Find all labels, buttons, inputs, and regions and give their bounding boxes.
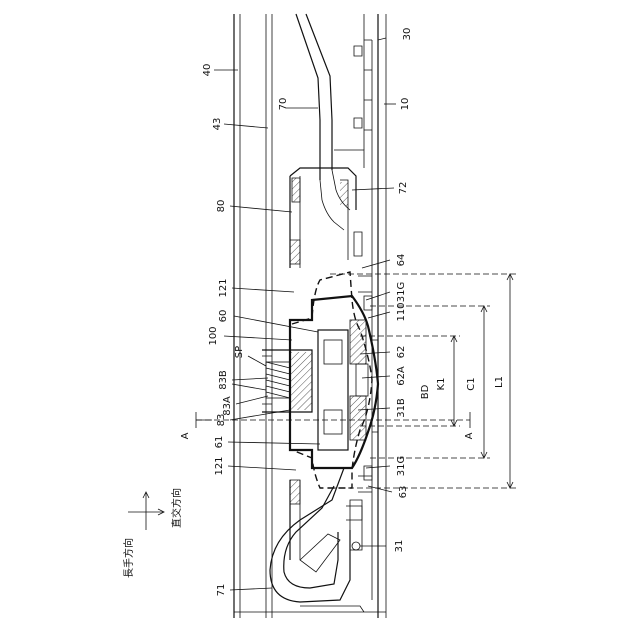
label-83: 83 (216, 414, 227, 427)
leader-lines (214, 38, 396, 590)
label-83a: 83A (222, 396, 233, 416)
label-31: 31 (394, 540, 405, 553)
section-line-a (196, 412, 470, 428)
block-60 (318, 320, 368, 450)
label-121-bottom: 121 (214, 456, 225, 475)
label-70: 70 (278, 98, 289, 111)
bottom-frame (234, 606, 386, 612)
label-a-left: A (180, 432, 191, 439)
label-63: 63 (398, 486, 409, 499)
label-a-right: A (464, 432, 475, 439)
label-83b: 83B (218, 370, 229, 390)
label-62a: 62A (396, 366, 407, 386)
label-30: 30 (402, 28, 413, 41)
label-121-top: 121 (218, 278, 229, 297)
label-60: 60 (218, 310, 229, 323)
label-71: 71 (216, 584, 227, 597)
label-longitudinal: 長手方向 (122, 538, 135, 578)
label-80: 80 (216, 200, 227, 213)
label-61: 61 (214, 436, 225, 449)
label-l1: L1 (494, 376, 505, 388)
label-10: 10 (400, 98, 411, 111)
label-31g-bottom: 31G (396, 456, 407, 476)
label-31g-top: 31G (396, 282, 407, 302)
plate-30 (354, 14, 372, 150)
plate-43 (266, 14, 272, 618)
direction-indicator (128, 492, 164, 530)
label-62: 62 (396, 346, 407, 359)
label-k1: K1 (436, 378, 447, 391)
label-c1: C1 (466, 377, 477, 390)
label-64: 64 (396, 254, 407, 267)
label-110: 110 (396, 302, 407, 321)
label-sp: SP (234, 346, 245, 358)
label-bd: BD (420, 384, 431, 399)
label-72: 72 (398, 182, 409, 195)
spring-83 (262, 350, 312, 412)
label-100: 100 (208, 326, 219, 345)
label-40: 40 (202, 64, 213, 77)
label-43: 43 (212, 118, 223, 131)
label-31b: 31B (396, 398, 407, 418)
label-orthogonal: 直交方向 (170, 488, 183, 528)
